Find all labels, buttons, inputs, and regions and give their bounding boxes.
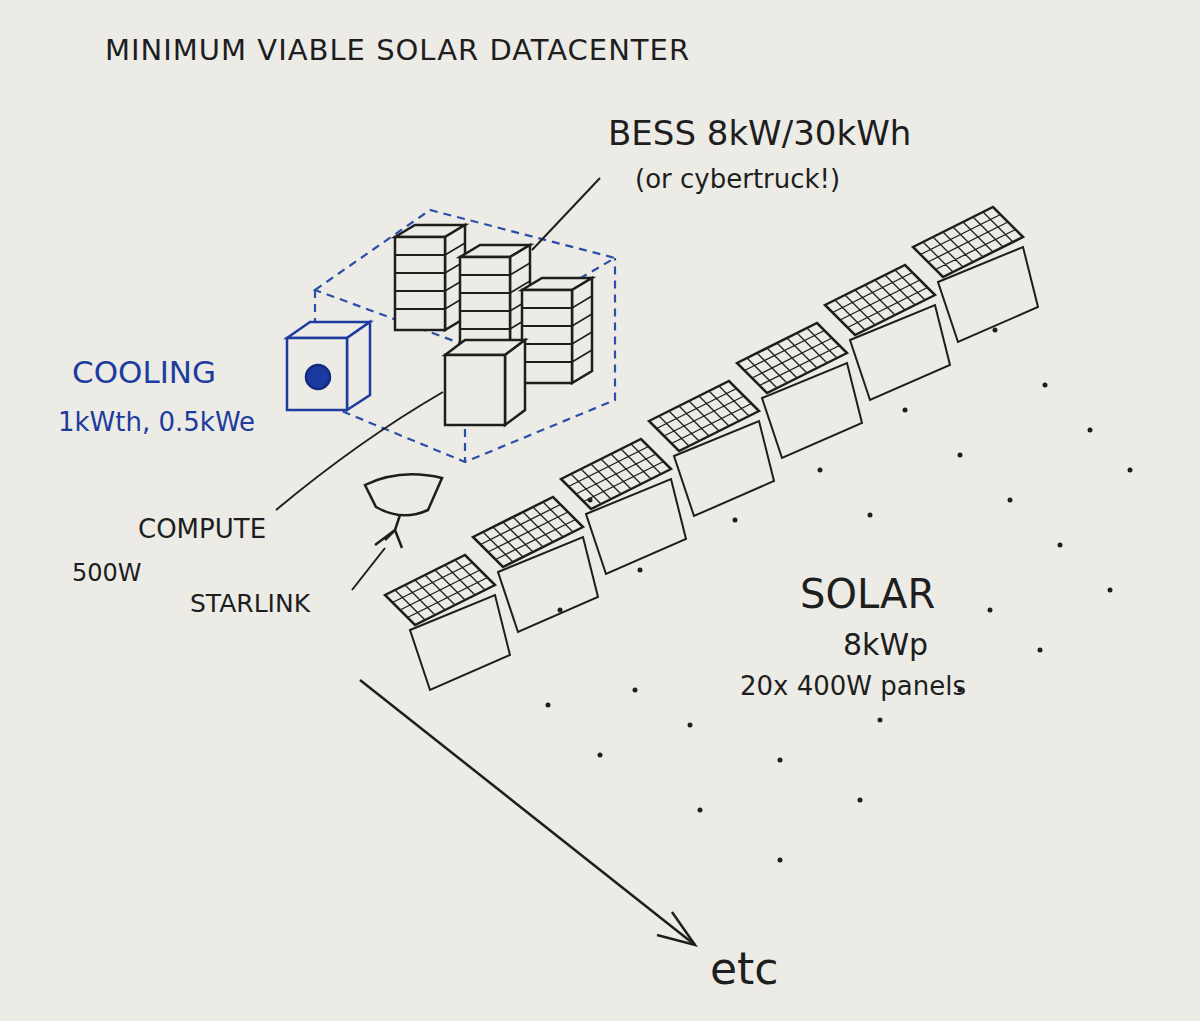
compute-spec: 500W: [72, 560, 142, 586]
solar-panel: [737, 323, 862, 458]
solar-panel: [473, 497, 598, 632]
battery-stack: [460, 245, 530, 350]
solar-label: SOLAR: [800, 572, 935, 616]
field-dots: [546, 328, 1133, 863]
sketch-title: MINIMUM VIABLE SOLAR DATACENTER: [105, 35, 690, 67]
compute-box: [445, 340, 525, 425]
starlink-dish: [365, 474, 442, 548]
continuation-arrow: [360, 680, 695, 945]
cooling-spec: 1kWth, 0.5kWe: [58, 408, 255, 437]
network-label: STARLINK: [190, 590, 310, 618]
battery-stack: [522, 278, 592, 383]
storage-note: (or cybertruck!): [635, 165, 840, 194]
solar-panel: [913, 207, 1038, 342]
panel-count: 20x 400W panels: [740, 672, 966, 701]
solar-spec: 8kWp: [843, 628, 928, 661]
solar-panel: [385, 555, 510, 690]
battery-stack: [395, 225, 465, 330]
compute-label: COMPUTE: [138, 515, 266, 544]
continuation-label: etc: [710, 945, 779, 993]
solar-panel: [825, 265, 950, 400]
cooling-unit: [287, 322, 370, 410]
storage-label: BESS 8kW/30kWh: [608, 115, 911, 152]
solar-panel: [561, 439, 686, 574]
bess-enclosure: [315, 210, 615, 462]
cooling-label: COOLING: [72, 355, 216, 389]
solar-panel: [649, 381, 774, 516]
